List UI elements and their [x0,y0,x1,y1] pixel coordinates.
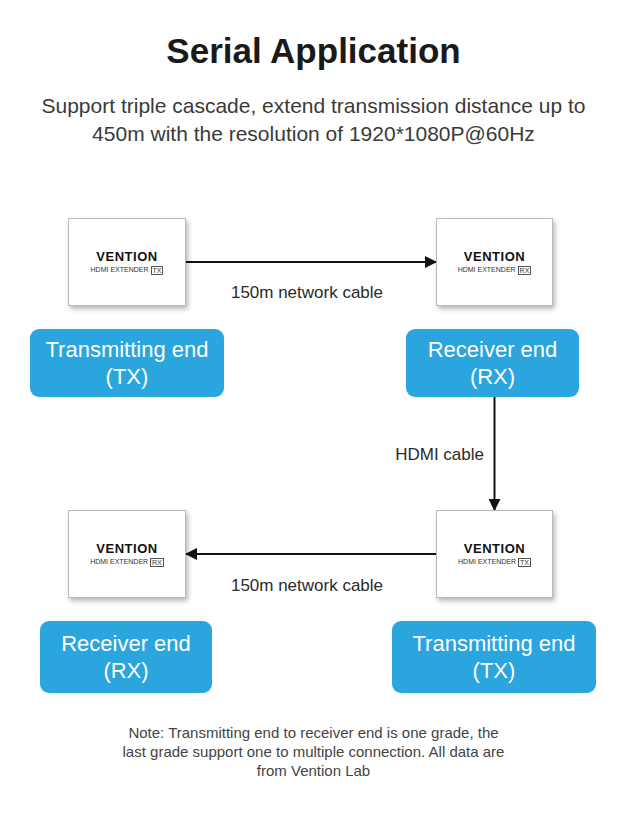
cable-arrow [186,261,436,263]
role-label: Transmitting end (TX) [404,630,584,684]
model-name: HDMI EXTENDER [458,558,516,566]
model-row: HDMI EXTENDERTX [458,558,531,567]
model-row: HDMI EXTENDERRX [90,558,164,567]
tag-text-group: Receiver end (RX) [418,336,567,390]
role-tag: Receiver end (RX) [40,621,212,693]
role-label: Receiver end (RX) [52,630,200,684]
brand-name: VENTION [96,542,157,556]
model-row: HDMI EXTENDERTX [91,266,164,275]
extender-box: VENTION HDMI EXTENDERTX [68,218,186,306]
extender-box: VENTION HDMI EXTENDERRX [68,510,186,598]
cable-label: 150m network cable [222,283,392,303]
cable-label: HDMI cable [372,445,484,465]
cable-arrow [494,397,496,510]
extender-box: VENTION HDMI EXTENDERRX [436,218,553,306]
mode-badge: TX [151,266,164,275]
tag-text-group: Receiver end (RX) [52,630,200,684]
brand-name: VENTION [464,542,525,556]
model-name: HDMI EXTENDER [91,266,149,274]
subtitle-text: Support triple cascade, extend transmiss… [23,92,604,148]
model-name: HDMI EXTENDER [458,266,516,274]
tag-text-group: Transmitting end (TX) [42,336,212,390]
extender-box: VENTION HDMI EXTENDERTX [436,510,553,598]
role-tag: Transmitting end (TX) [392,621,596,693]
role-label: Receiver end (RX) [418,336,567,390]
mode-badge: RX [150,558,164,567]
role-tag: Receiver end (RX) [406,329,579,397]
tag-text-group: Transmitting end (TX) [404,630,584,684]
role-tag: Transmitting end (TX) [30,329,224,397]
brand-name: VENTION [96,250,157,264]
cable-arrow [186,553,436,555]
model-name: HDMI EXTENDER [90,558,148,566]
role-label: Transmitting end (TX) [42,336,212,390]
model-row: HDMI EXTENDERRX [458,266,532,275]
mode-badge: TX [518,558,531,567]
page-title: Serial Application [0,31,627,71]
note-text: Note: Transmitting end to receiver end i… [118,723,509,780]
brand-name: VENTION [464,250,525,264]
mode-badge: RX [518,266,532,275]
cable-label: 150m network cable [222,576,392,596]
